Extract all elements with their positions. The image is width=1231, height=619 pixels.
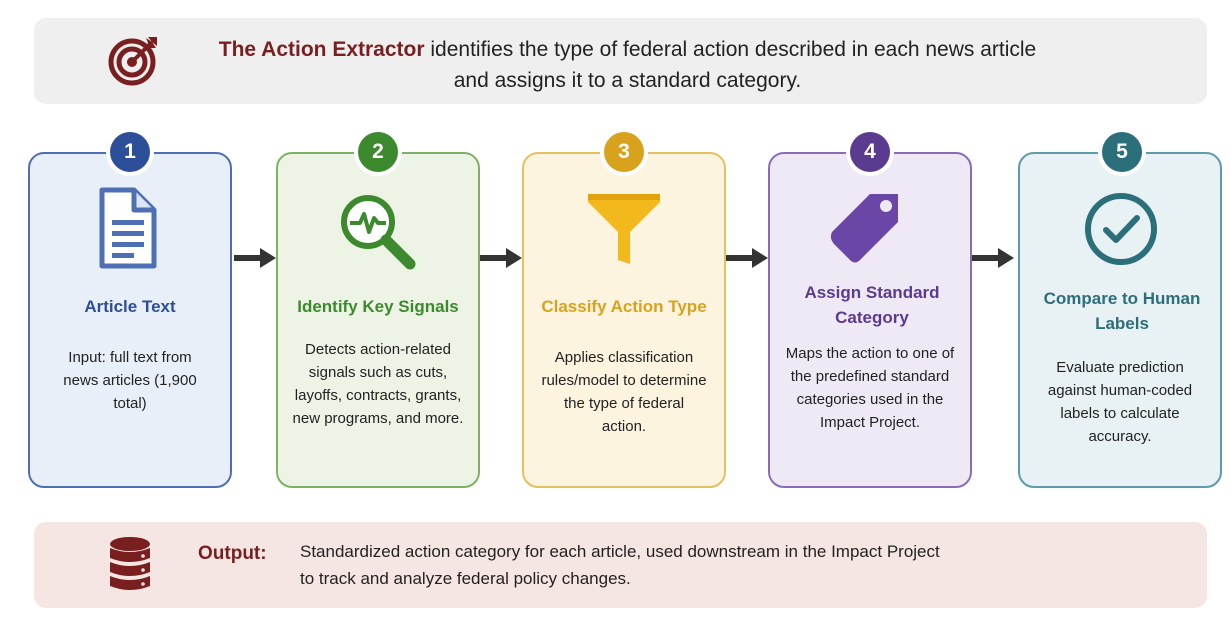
header-line-1: The Action Extractor identifies the type… (160, 34, 1095, 65)
step-title: Compare to Human Labels (1043, 289, 1201, 333)
step-badge-3: 3 (604, 132, 644, 172)
step-title: Assign Standard Category (804, 283, 940, 327)
arrow-right-icon (726, 248, 768, 268)
tag-icon (830, 194, 898, 263)
step-badge-2: 2 (358, 132, 398, 172)
arrow-right-icon (234, 248, 276, 268)
database-icon (110, 537, 150, 590)
output-line-1: Standardized action category for each ar… (300, 542, 940, 561)
magnifier-pulse-icon (341, 195, 416, 270)
step-description: Applies classification rules/model to de… (541, 349, 707, 435)
step-description: Detects action-related signals such as c… (292, 341, 464, 427)
arrow-right-icon (480, 248, 522, 268)
document-icon (99, 187, 157, 269)
step-card-5: Compare to Human Labels Evaluate predict… (1018, 152, 1222, 488)
arrow-right-icon (972, 248, 1014, 268)
step-badge-5: 5 (1102, 132, 1142, 172)
step-title: Identify Key Signals (297, 297, 459, 316)
step-description: Input: full text from news articles (1,9… (63, 349, 197, 412)
header-banner (34, 18, 1207, 104)
output-banner (34, 522, 1207, 608)
header-text: The Action Extractor identifies the type… (160, 34, 1095, 96)
header-line-2: and assigns it to a standard category. (453, 69, 802, 92)
step-title: Classify Action Type (541, 297, 707, 316)
step-badge-4: 4 (850, 132, 890, 172)
step-title: Article Text (84, 297, 176, 316)
target-icon (108, 37, 157, 86)
funnel-icon (588, 194, 660, 264)
brand-name: The Action Extractor (218, 38, 425, 61)
output-text: Standardized action category for each ar… (300, 538, 1120, 592)
header-line-1-rest: identifies the type of federal action de… (424, 38, 1037, 61)
output-label: Output: (198, 543, 267, 564)
step-description: Maps the action to one of the predefined… (785, 345, 955, 431)
output-line-2: to track and analyze federal policy chan… (300, 569, 631, 588)
checkmark-circle-icon (1085, 193, 1157, 265)
step-description: Evaluate prediction against human-coded … (1047, 359, 1193, 445)
step-badge-1: 1 (110, 132, 150, 172)
step-card-3: Classify Action Type Applies classificat… (522, 152, 726, 488)
